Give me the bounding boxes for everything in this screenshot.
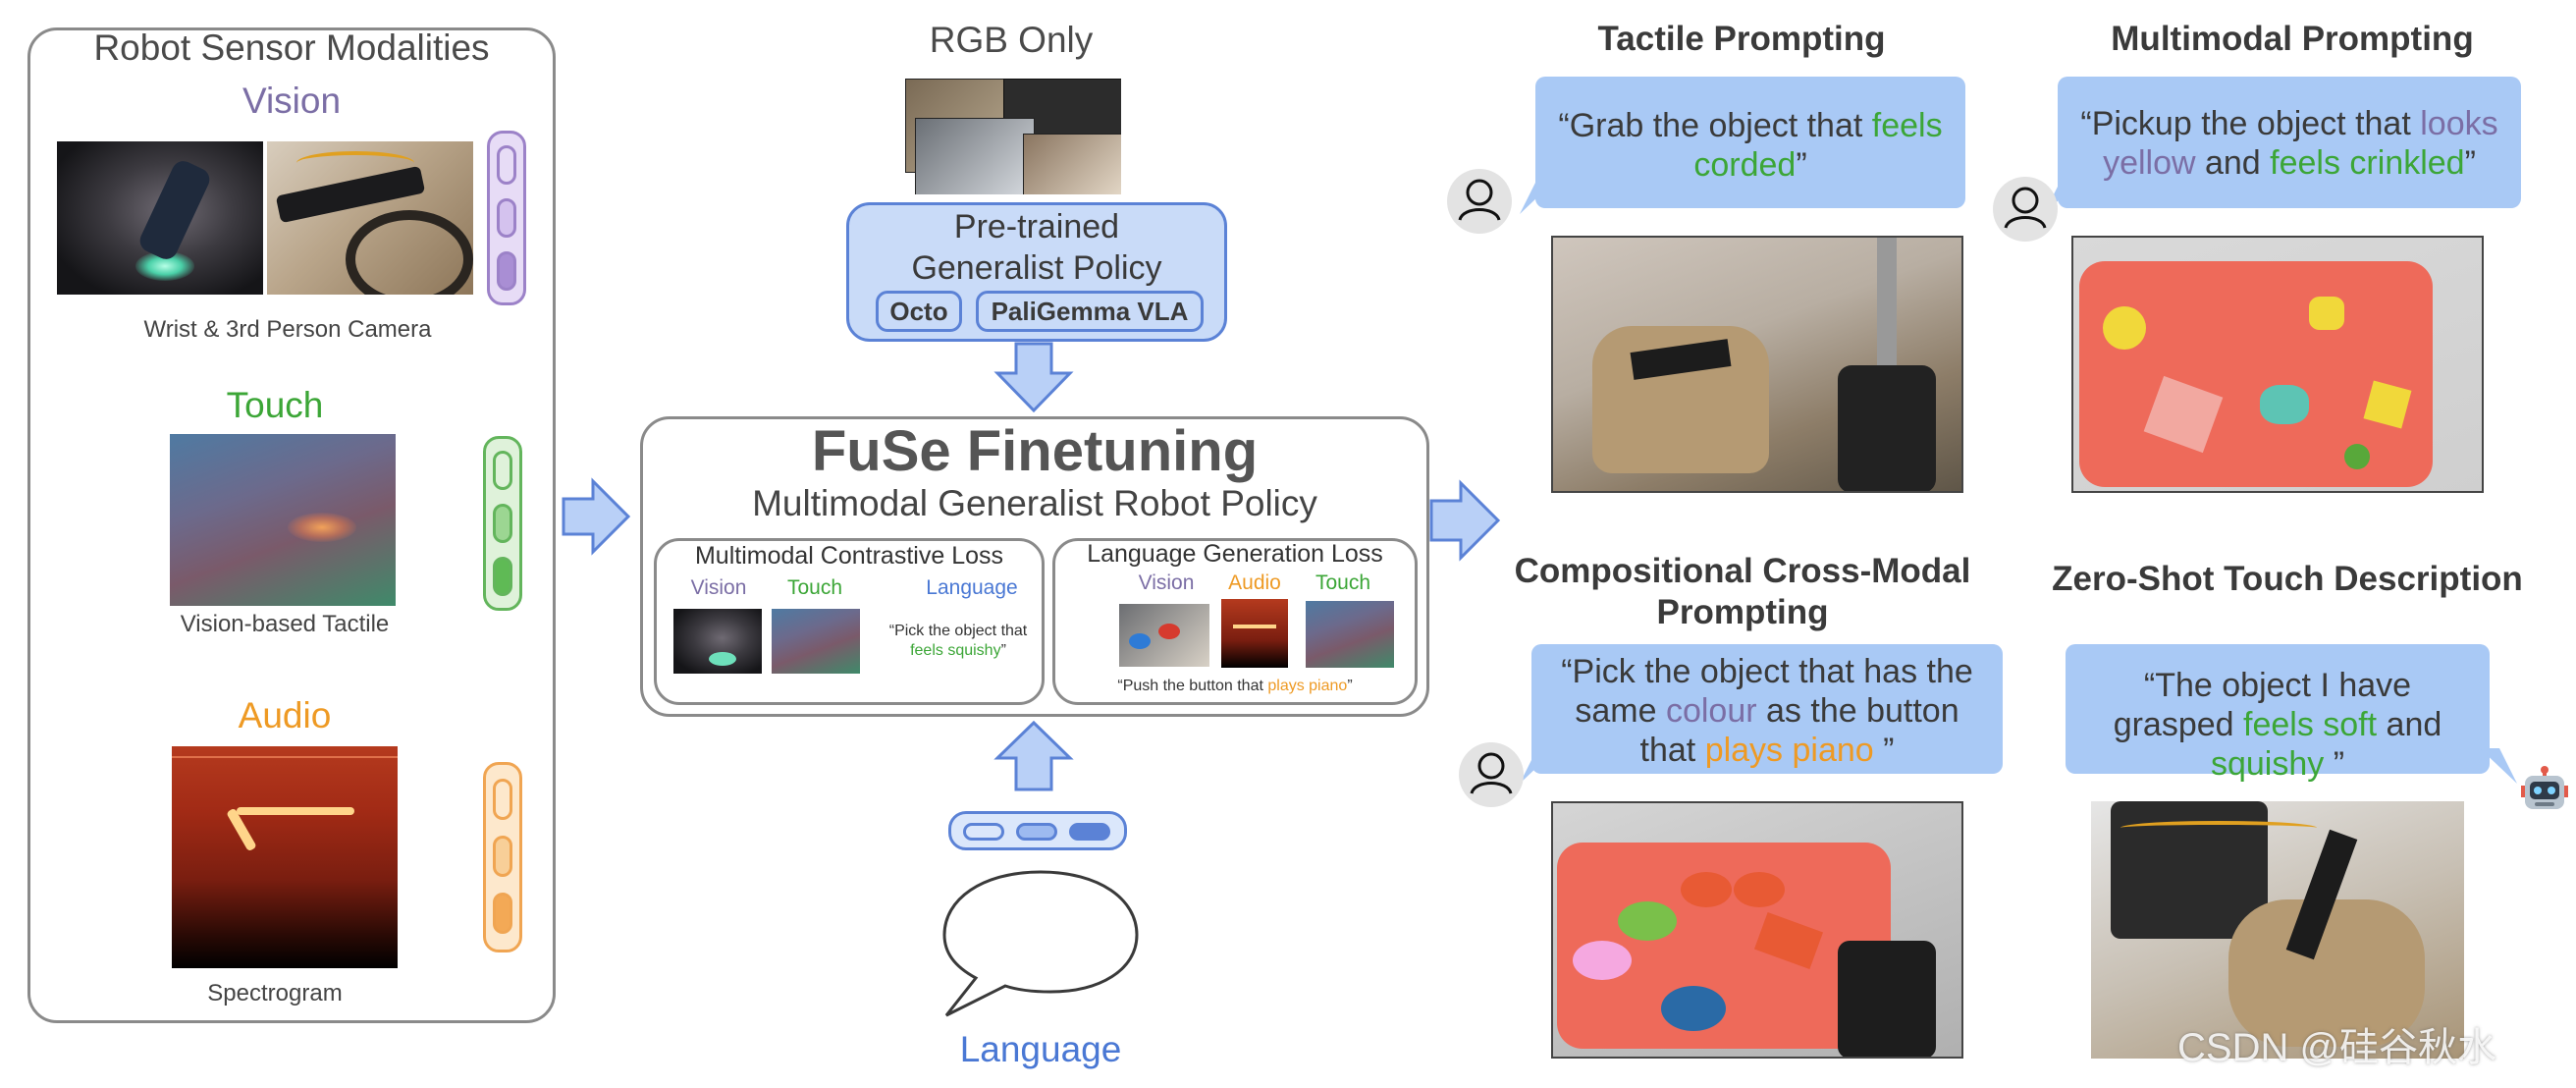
octo-option[interactable]: Octo (876, 291, 962, 332)
multimodal-prompting-title: Multimodal Prompting (2111, 20, 2474, 58)
robot-icon (2521, 766, 2568, 809)
compositional-q-mid: as the button that (1639, 692, 1959, 769)
zeroshot-q-close: ” (2324, 745, 2345, 783)
tactile-prompting-title: Tactile Prompting (1597, 20, 1886, 58)
user-avatar-icon (1447, 169, 1512, 234)
generation-quote-c: ” (1347, 678, 1353, 694)
language-label: Language (959, 1029, 1122, 1069)
vision-caption: Wrist & 3rd Person Camera (143, 316, 432, 343)
arrow-sensors-to-fuse (562, 477, 631, 556)
touch-token-bar (483, 436, 522, 611)
compositional-title-2: Prompting (1656, 593, 1829, 631)
audio-label: Audio (238, 695, 332, 735)
watermark-text: CSDN @硅谷秋水 (2177, 1026, 2497, 1069)
contrastive-language-label: Language (926, 576, 1018, 599)
rgb-image-stack (905, 79, 1121, 194)
arrow-language-to-fuse (993, 720, 1074, 791)
tactile-scene-image (1551, 236, 1963, 493)
zeroshot-q-green1: feels soft (2243, 706, 2378, 743)
contrastive-touch-label: Touch (786, 576, 843, 599)
multimodal-q-mid: and (2195, 144, 2271, 182)
zero-shot-scene-image (2091, 801, 2464, 1059)
pretrained-policy-box (846, 202, 1227, 342)
contrastive-language-quote: “Pick the object that feels squishy” (870, 622, 1046, 661)
vision-label: Vision (242, 81, 342, 121)
contrastive-quote-a: “Pick the object that (888, 623, 1028, 639)
multimodal-q-green: feels crinkled (2270, 144, 2465, 182)
multimodal-q-purple: looks yellow (2103, 105, 2498, 182)
zeroshot-q-mid: and (2377, 706, 2442, 743)
generation-audio-label: Audio (1228, 571, 1281, 594)
multimodal-q-open: “Pickup the object that (2080, 105, 2421, 142)
audio-token-bar (483, 762, 522, 952)
sensor-modalities-title: Robot Sensor Modalities (93, 27, 490, 68)
compositional-q-open: “Pick the object that has the same (1561, 653, 1973, 730)
compositional-prompt-bubble: “Pick the object that has the same colou… (1531, 644, 2003, 774)
contrastive-quote-b: feels squishy (910, 642, 1001, 659)
generation-touch-label: Touch (1315, 571, 1371, 594)
contrastive-vision-label: Vision (690, 576, 747, 599)
audio-caption: Spectrogram (207, 980, 343, 1006)
tactile-image (170, 434, 396, 606)
tactile-q-close: ” (1796, 146, 1807, 184)
contrastive-touch-image (772, 609, 860, 674)
multimodal-scene-image (2071, 236, 2484, 493)
zero-shot-title: Zero-Shot Touch Description (2052, 560, 2523, 598)
generation-audio-image (1221, 599, 1288, 668)
fuse-title: FuSe Finetuning (811, 419, 1259, 483)
zeroshot-q-open: “The object I have grasped (2113, 667, 2412, 743)
contrastive-quote-c: ” (1000, 642, 1006, 659)
tactile-prompt-bubble: “Grab the object that feels corded” (1535, 77, 1965, 208)
fuse-subtitle: Multimodal Generalist Robot Policy (752, 483, 1317, 523)
rgb-only-label: RGB Only (929, 20, 1094, 60)
generation-vision-image (1119, 604, 1209, 667)
user-avatar-icon (1993, 177, 2058, 242)
contrastive-vision-image (673, 609, 762, 674)
compositional-title-1: Compositional Cross-Modal (1514, 552, 1971, 590)
arrow-fuse-to-results (1429, 479, 1501, 562)
vision-token-bar (487, 131, 526, 305)
language-token-bar (948, 811, 1127, 850)
compositional-q-orange: plays piano (1704, 732, 1874, 769)
zeroshot-q-green2: squishy (2210, 745, 2325, 783)
generation-loss-title: Language Generation Loss (1087, 540, 1383, 568)
speech-bubble-icon (942, 870, 1139, 1017)
compositional-q-purple: colour (1665, 692, 1757, 730)
wrist-camera-image (57, 141, 263, 295)
zero-shot-description-bubble: “The object I have grasped feels soft an… (2066, 644, 2490, 783)
pretrained-line-2: Generalist Policy (911, 249, 1162, 287)
spectrogram-image (172, 746, 398, 968)
tactile-q-green: feels corded (1693, 107, 1943, 184)
compositional-q-close: ” (1873, 732, 1895, 769)
generation-vision-label: Vision (1138, 571, 1195, 594)
generation-quote-b: plays piano (1267, 678, 1348, 694)
multimodal-prompt-bubble: “Pickup the object that looks yellow and… (2058, 77, 2521, 208)
touch-caption: Vision-based Tactile (180, 611, 390, 637)
third-person-camera-image (267, 141, 473, 295)
generation-touch-image (1306, 601, 1394, 668)
tactile-q-open: “Grab the object that (1558, 107, 1872, 144)
paligemma-option[interactable]: PaliGemma VLA (976, 291, 1204, 332)
arrow-policy-to-fuse (993, 342, 1074, 413)
contrastive-loss-title: Multimodal Contrastive Loss (694, 542, 1003, 570)
generation-language-quote: “Push the button that plays piano” (1052, 678, 1418, 695)
pretrained-line-1: Pre-trained (953, 208, 1120, 245)
touch-label: Touch (226, 385, 324, 425)
generation-quote-a: “Push the button that (1117, 678, 1268, 694)
multimodal-q-close: ” (2464, 144, 2476, 182)
user-avatar-icon (1459, 742, 1524, 807)
compositional-scene-image (1551, 801, 1963, 1059)
